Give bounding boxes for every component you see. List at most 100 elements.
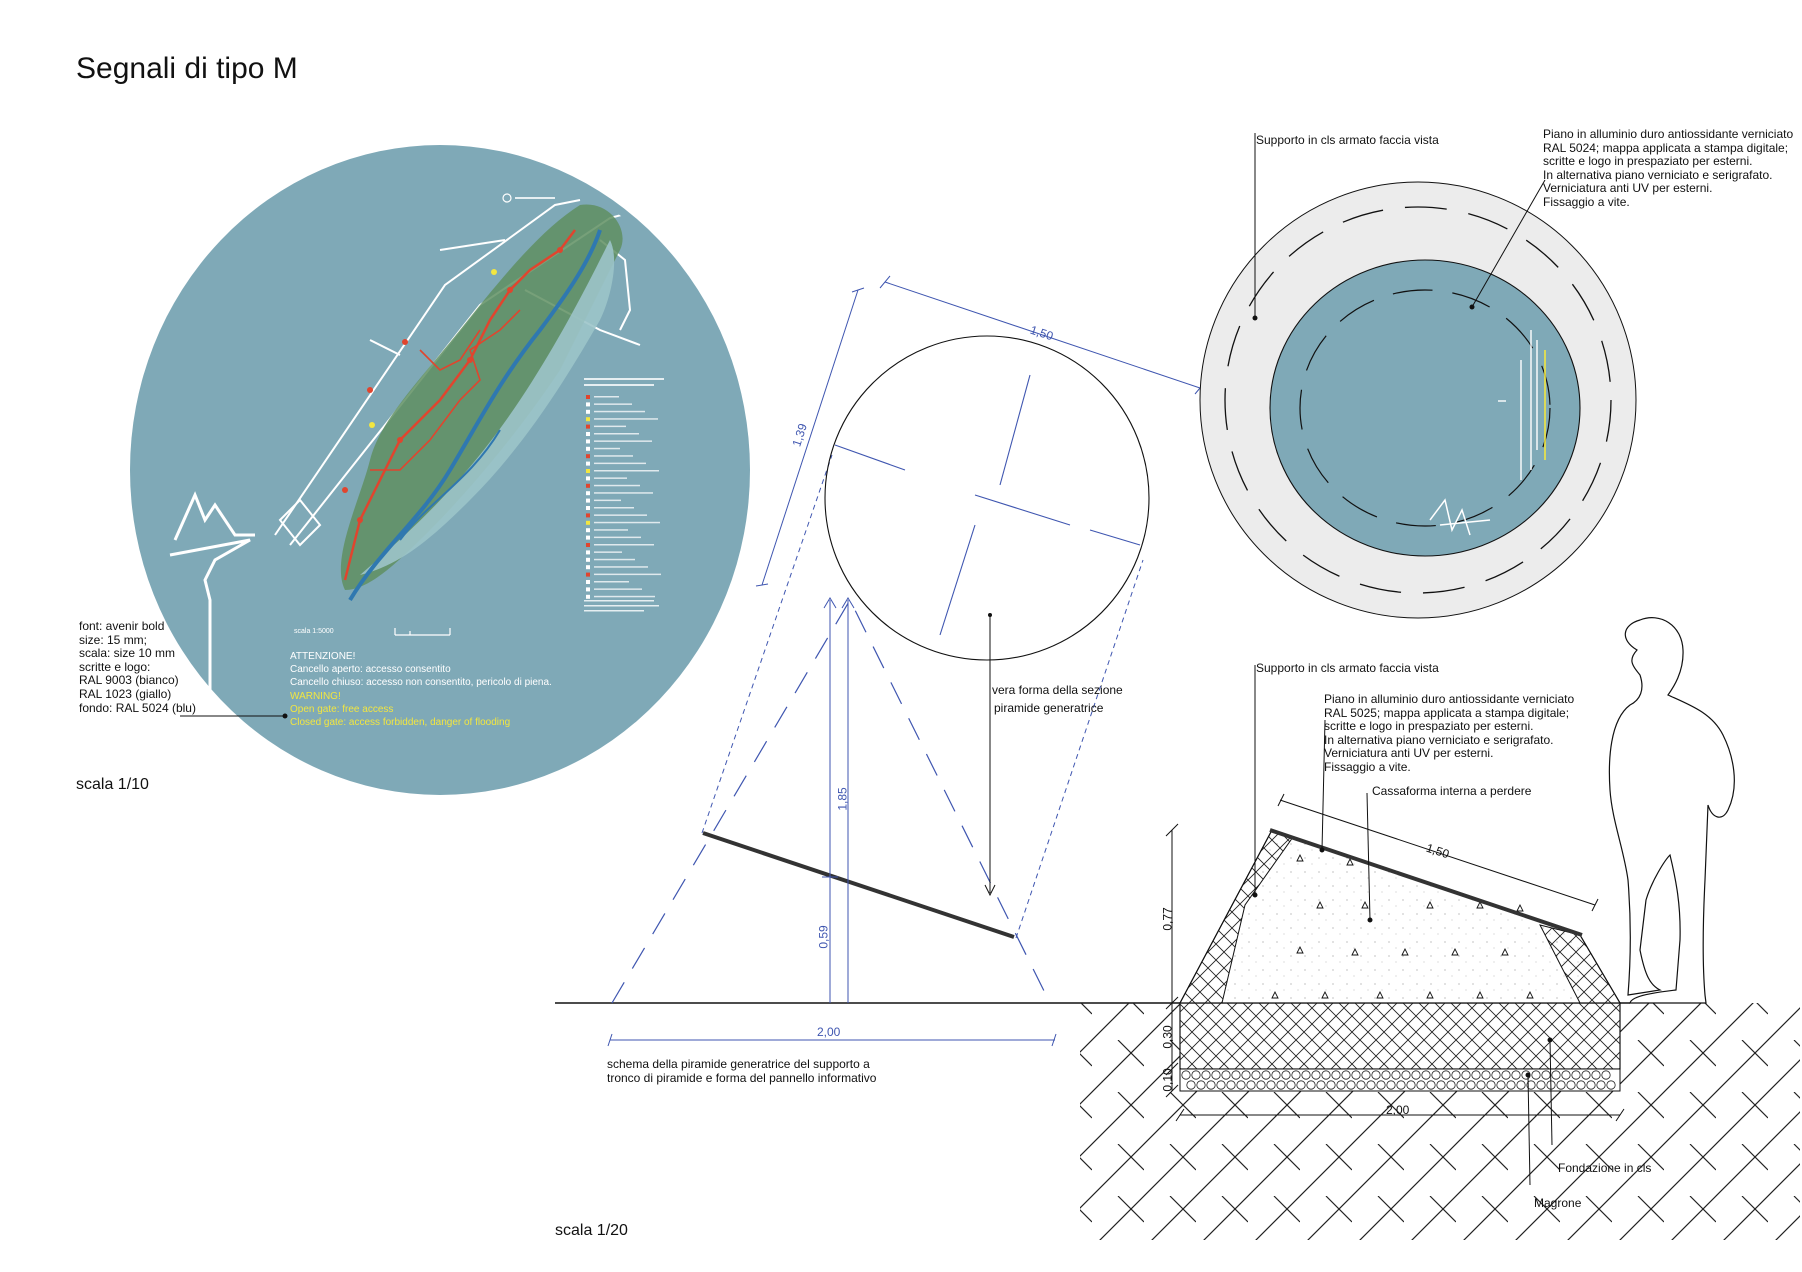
- pebble: [1531, 1070, 1541, 1080]
- pebble: [1301, 1070, 1311, 1080]
- legend-text-line: [594, 440, 652, 442]
- lean-label: Magrone: [1534, 1196, 1582, 1210]
- legend-text-line: [594, 573, 661, 576]
- pebble: [1336, 1080, 1346, 1090]
- dim-0-10: 0,10: [1160, 1068, 1175, 1092]
- pyramid-caption-2: tronco di piramide e forma del pannello …: [607, 1071, 877, 1085]
- pebble: [1501, 1070, 1511, 1080]
- legend-text-line: [594, 462, 646, 465]
- pebble: [1566, 1080, 1576, 1090]
- map-scale-bar: [394, 628, 451, 636]
- pebble: [1486, 1080, 1496, 1090]
- pebble: [1211, 1070, 1221, 1080]
- dim-0-30: 0,30: [1160, 1025, 1175, 1049]
- pebble: [1586, 1080, 1596, 1090]
- section-circle: [824, 335, 1150, 661]
- pebble: [1401, 1070, 1411, 1080]
- pebble: [1461, 1070, 1471, 1080]
- pebble: [1471, 1070, 1481, 1080]
- pebble: [1411, 1070, 1421, 1080]
- pebble: [1416, 1080, 1426, 1090]
- formwork-label: Cassaforma interna a perdere: [1372, 784, 1532, 798]
- pebble: [1386, 1080, 1396, 1090]
- plan-note-line: scritte e logo in prespaziato per estern…: [1543, 154, 1753, 168]
- section-note-line: Verniciatura anti UV per esterni.: [1324, 746, 1494, 760]
- pebble: [1391, 1070, 1401, 1080]
- pebble: [1341, 1070, 1351, 1080]
- legend-swatch: [586, 506, 590, 510]
- legend-text-line: [594, 396, 619, 398]
- formwork-markers: [1271, 853, 1534, 999]
- legend-swatch: [586, 580, 590, 584]
- page-title: Segnali di tipo M: [76, 52, 298, 85]
- map-scale-text: scala 1:5000: [294, 628, 334, 635]
- section-panel-note: Piano in alluminio duro antiossidante ve…: [1324, 692, 1574, 774]
- formwork-marker: [1476, 990, 1484, 999]
- pebble: [1526, 1080, 1536, 1090]
- pebble: [1366, 1080, 1376, 1090]
- pebble: [1256, 1080, 1266, 1090]
- dim-0-59: 0,59: [816, 925, 831, 949]
- pebble: [1281, 1070, 1291, 1080]
- support-wall-left: [1179, 829, 1294, 1004]
- formwork-marker: [1476, 900, 1484, 909]
- attention-title: ATTENZIONE!: [290, 651, 356, 662]
- human-figure-icon: [1608, 617, 1735, 1004]
- pebble: [1236, 1080, 1246, 1090]
- pebble: [1266, 1080, 1276, 1090]
- legend-swatch: [586, 587, 590, 592]
- plan-note-line: Fissaggio a vite.: [1543, 194, 1630, 209]
- pebble: [1511, 1070, 1521, 1080]
- pebble: [1421, 1070, 1431, 1080]
- pebble: [1321, 1070, 1331, 1080]
- legend-text-line: [594, 433, 639, 435]
- legend-text-line: [594, 566, 648, 568]
- legend-swatch: [586, 402, 590, 407]
- formwork-marker: [1316, 900, 1324, 909]
- legend-swatch: [586, 491, 590, 496]
- formwork-marker: [1271, 990, 1279, 999]
- legend-text-line: [594, 595, 655, 598]
- legend-swatch: [586, 594, 590, 599]
- legend-text-line: [594, 492, 653, 494]
- legend-swatch: [586, 417, 590, 422]
- pebble: [1241, 1070, 1251, 1080]
- pebble: [1231, 1070, 1241, 1080]
- pebble: [1581, 1070, 1591, 1080]
- pebble: [1506, 1080, 1516, 1090]
- legend-text-line: [594, 499, 621, 502]
- pebble: [1361, 1070, 1371, 1080]
- section-note-line: scritte e logo in prespaziato per estern…: [1324, 719, 1534, 733]
- pebble: [1291, 1070, 1301, 1080]
- legend-swatch: [586, 439, 590, 444]
- map-valley: [340, 204, 623, 590]
- map-legend-rows: [586, 395, 661, 599]
- pebble: [1201, 1070, 1211, 1080]
- map-trail: [343, 229, 576, 581]
- formwork-marker: [1426, 900, 1434, 909]
- plan-support-label: Supporto in cls armato faccia vista: [1256, 133, 1439, 147]
- formwork-marker: [1361, 900, 1369, 909]
- legend-text-line: [594, 403, 632, 405]
- pebble: [1446, 1080, 1456, 1090]
- pebble: [1431, 1070, 1441, 1080]
- attention-line-2: Cancello chiuso: accesso non consentito,…: [290, 677, 552, 689]
- plan-note-line: Piano in alluminio duro antiossidante ve…: [1543, 127, 1794, 141]
- pebble: [1476, 1080, 1486, 1090]
- pebble: [1181, 1070, 1191, 1080]
- pebble: [1591, 1070, 1601, 1080]
- section-label-1: vera forma della sezione: [992, 683, 1123, 697]
- formwork-marker: [1516, 903, 1524, 912]
- legend-swatch: [586, 409, 590, 414]
- legend-swatch: [586, 395, 590, 399]
- formwork-marker: [1346, 857, 1354, 866]
- legend-text-line: [594, 418, 658, 420]
- dim-2-00-right: 2,00: [1386, 1103, 1410, 1117]
- legend-swatch: [586, 543, 590, 547]
- formwork-marker: [1296, 945, 1304, 954]
- pebble: [1436, 1080, 1446, 1090]
- foundation: [1180, 1003, 1620, 1069]
- formwork-marker: [1376, 990, 1384, 999]
- font-spec-line: RAL 1023 (giallo): [79, 686, 172, 701]
- pebble: [1426, 1080, 1436, 1090]
